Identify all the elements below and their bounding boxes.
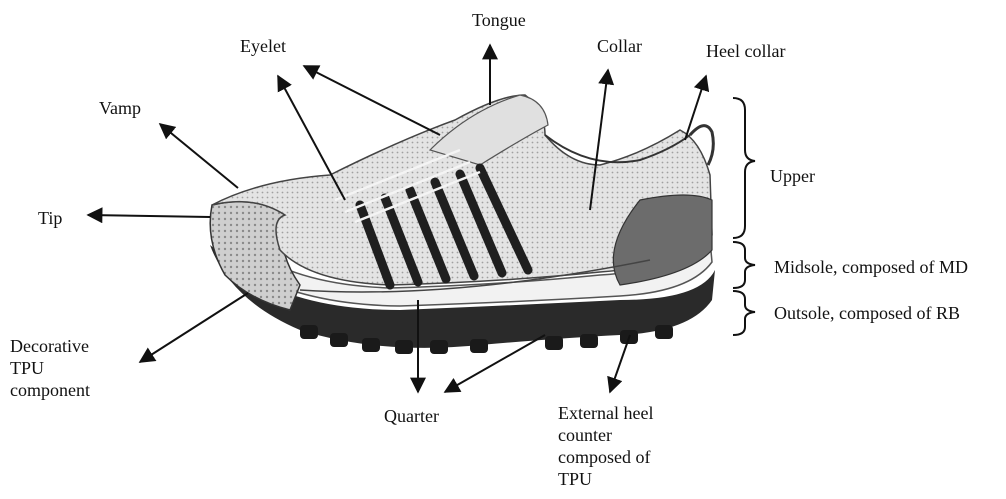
label-upper: Upper xyxy=(770,165,815,187)
arrow-heel-counter xyxy=(610,335,630,392)
braces xyxy=(733,98,755,335)
label-decorative-tpu-line-2: TPU xyxy=(10,357,90,379)
label-tip: Tip xyxy=(38,207,62,229)
label-heel-counter-line-3: composed of xyxy=(558,446,653,468)
label-collar: Collar xyxy=(597,35,642,57)
label-tongue: Tongue xyxy=(472,9,526,31)
label-eyelet: Eyelet xyxy=(240,35,286,57)
label-decorative-tpu-line-1: Decorative xyxy=(10,335,90,357)
label-midsole: Midsole, composed of MD xyxy=(774,256,968,278)
label-heel-counter-line-4: TPU xyxy=(558,468,653,490)
brace-outsole xyxy=(733,291,755,335)
arrow-tip xyxy=(88,215,210,217)
label-heel-collar: Heel collar xyxy=(706,40,785,62)
label-vamp: Vamp xyxy=(99,97,141,119)
brace-midsole xyxy=(733,242,755,288)
label-external-heel-counter: External heel counter composed of TPU xyxy=(558,402,653,490)
label-heel-counter-line-2: counter xyxy=(558,424,653,446)
arrow-decorative-tpu xyxy=(140,293,248,362)
label-heel-counter-line-1: External heel xyxy=(558,402,653,424)
label-outsole: Outsole, composed of RB xyxy=(774,302,960,324)
label-decorative-tpu-line-3: component xyxy=(10,379,90,401)
arrow-vamp xyxy=(160,124,238,188)
shoe-illustration xyxy=(210,95,715,354)
arrow-eyelet-2 xyxy=(304,66,440,135)
label-decorative-tpu: Decorative TPU component xyxy=(10,335,90,401)
label-quarter: Quarter xyxy=(384,405,439,427)
brace-upper xyxy=(733,98,755,238)
